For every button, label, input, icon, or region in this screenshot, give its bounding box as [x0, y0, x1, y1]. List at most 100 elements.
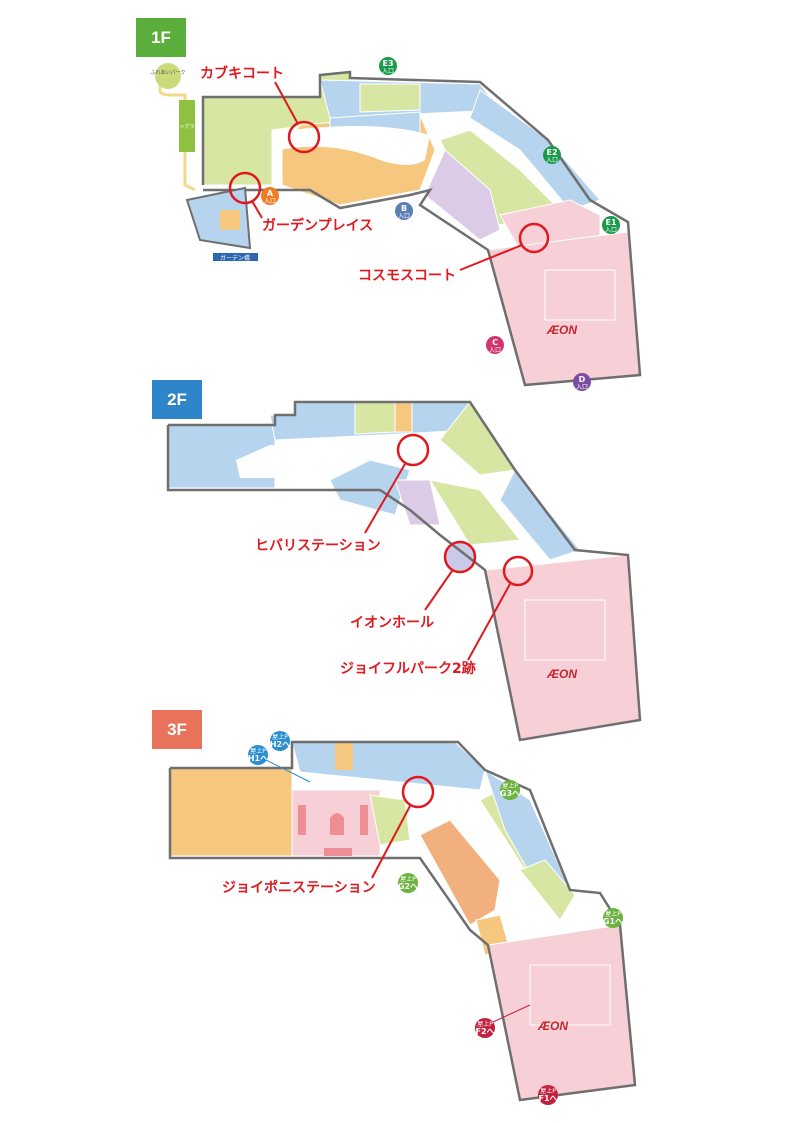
svg-text:C: C	[492, 338, 498, 347]
svg-text:G3へ: G3へ	[500, 789, 520, 798]
green-store	[359, 83, 421, 113]
svg-text:ジョイポニステーション: ジョイポニステーション	[222, 879, 376, 896]
blue-store-arc	[499, 469, 581, 561]
svg-text:入口: 入口	[605, 227, 617, 234]
orange-store	[335, 742, 353, 770]
svg-text:ガーデンプレイス: ガーデンプレイス	[262, 217, 373, 234]
aeon-logo: ÆON	[537, 1019, 568, 1033]
floor-badge-1f: 1F	[136, 18, 186, 57]
aeon-1f	[487, 231, 641, 386]
entrance-d[interactable]: D入口	[573, 373, 591, 391]
aeon-3f	[487, 924, 636, 1101]
aeon-hall-area	[446, 543, 474, 571]
floor-2f-map: ÆON ヒバリステーション イオンホール ジョイフルパーク2跡	[166, 400, 642, 742]
wall-1f	[201, 70, 642, 387]
svg-text:E1: E1	[605, 218, 616, 227]
svg-text:ヒバリステーション: ヒバリステーション	[255, 538, 381, 554]
footpath	[158, 70, 196, 192]
svg-text:F2へ: F2へ	[475, 1027, 494, 1036]
svg-text:屋上P: 屋上P	[400, 875, 416, 883]
svg-text:D: D	[579, 375, 586, 384]
svg-text:E3: E3	[382, 59, 393, 68]
svg-text:入口: 入口	[489, 347, 501, 354]
wall-2f	[166, 400, 642, 742]
garden-bridge-label: ガーデン橋	[220, 254, 250, 262]
park-label: ふれあいパーク	[150, 70, 185, 76]
svg-text:コスモスコート: コスモスコート	[358, 268, 456, 284]
orange-store-block-west	[169, 767, 293, 857]
svg-text:屋上P: 屋上P	[272, 733, 288, 741]
orange-store-arc	[419, 819, 501, 926]
garden-bridge-sign	[213, 253, 258, 261]
callout-hibari-station: ヒバリステーション	[255, 433, 430, 554]
pink-store	[499, 199, 601, 251]
entrance-a[interactable]: A入口	[261, 187, 279, 205]
floor-badge-2f: 2F	[152, 380, 202, 419]
corridor	[280, 126, 430, 165]
pink-feature	[330, 813, 344, 835]
garden-annex	[185, 186, 252, 250]
svg-text:F1へ: F1へ	[538, 1094, 557, 1103]
orange-store	[394, 401, 413, 433]
svg-text:E2: E2	[546, 148, 557, 157]
purple-store	[394, 479, 441, 526]
svg-text:屋上P: 屋上P	[250, 747, 266, 755]
pink-feature	[324, 848, 352, 856]
blue-store-row	[291, 741, 486, 791]
svg-text:B: B	[401, 204, 407, 213]
svg-text:入口: 入口	[264, 198, 276, 205]
pink-feature	[298, 805, 306, 835]
callout-kabuki-court: カブキコート	[200, 65, 321, 154]
svg-text:ジョイフルパーク2跡: ジョイフルパーク2跡	[340, 660, 476, 677]
svg-text:入口: 入口	[546, 157, 558, 164]
green-store	[369, 794, 411, 846]
purple-store-block	[424, 149, 501, 241]
svg-text:屋上P: 屋上P	[477, 1020, 493, 1028]
aeon-interior	[544, 269, 616, 321]
svg-text:入口: 入口	[398, 213, 410, 220]
svg-text:カブキコート: カブキコート	[200, 65, 284, 82]
callout-joyful-park-2: ジョイフルパーク2跡	[340, 555, 534, 677]
dogrun-area	[179, 100, 195, 152]
entrance-c[interactable]: C入口	[486, 336, 504, 354]
svg-text:G2へ: G2へ	[398, 882, 418, 891]
entrance-b[interactable]: B入口	[395, 202, 413, 220]
park-marker	[155, 63, 181, 89]
orange-store	[220, 210, 240, 230]
svg-text:屋上P: 屋上P	[502, 782, 518, 790]
aeon-interior	[524, 599, 606, 661]
pink-feature	[360, 805, 368, 835]
aeon-logo: ÆON	[546, 323, 577, 337]
green-store	[354, 401, 396, 435]
callout-aeon-hall: イオンホール	[350, 540, 477, 631]
corridor	[236, 445, 370, 478]
callout-cosmos-court: コスモスコート	[358, 222, 550, 284]
aeon-interior	[529, 964, 611, 1026]
green-store	[428, 479, 521, 546]
svg-text:屋上P: 屋上P	[540, 1087, 556, 1095]
svg-text:H2へ: H2へ	[270, 740, 290, 749]
svg-text:G1へ: G1へ	[603, 917, 623, 926]
green-store	[519, 859, 576, 921]
svg-text:A: A	[267, 189, 274, 198]
svg-text:イオンホール: イオンホール	[350, 615, 434, 631]
dogrun-label: ドッグラン	[174, 123, 199, 130]
floor-badge-3f: 3F	[152, 710, 202, 749]
svg-text:入口: 入口	[382, 68, 394, 75]
aeon-logo: ÆON	[546, 667, 577, 681]
svg-text:屋上P: 屋上P	[605, 910, 621, 918]
svg-text:入口: 入口	[576, 384, 588, 391]
